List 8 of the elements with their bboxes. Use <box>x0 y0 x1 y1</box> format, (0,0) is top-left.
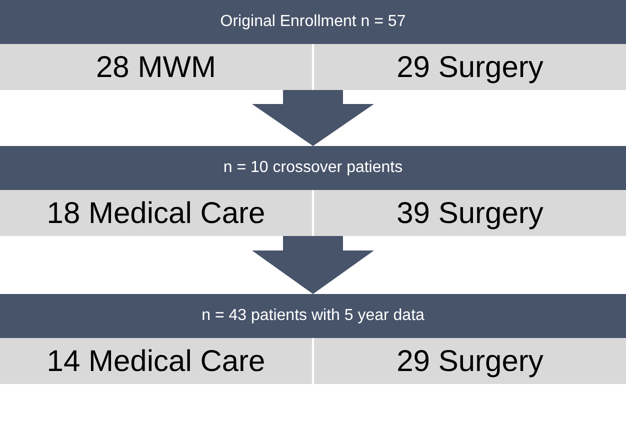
block-arrow <box>252 236 374 294</box>
stage-panel <box>0 146 626 236</box>
stage-panel <box>0 294 626 384</box>
stage-panel <box>0 0 626 90</box>
block-arrow <box>252 90 374 146</box>
stage-header: n = 43 patients with 5 year data <box>0 294 626 338</box>
stage-header: n = 10 crossover patients <box>0 146 626 190</box>
stage-header: Original Enrollment n = 57 <box>0 0 626 44</box>
